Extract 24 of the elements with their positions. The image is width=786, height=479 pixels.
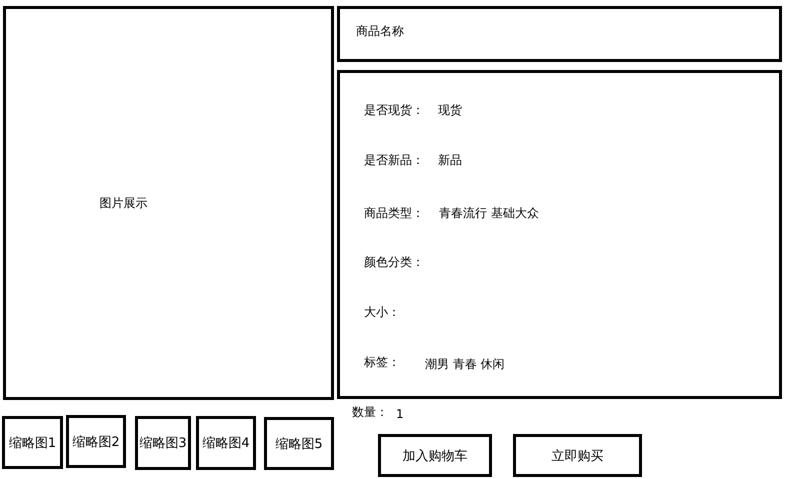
field-label: 标签：	[364, 355, 400, 369]
field-label: 颜色分类：	[364, 255, 424, 269]
field-value: 潮男 青春 休闲	[425, 357, 505, 371]
picture-label: 图片展示	[100, 194, 148, 212]
field-value: 新品	[438, 153, 462, 167]
field-label: 大小：	[364, 305, 400, 319]
buy-now-button: 立即购买	[513, 434, 642, 477]
quantity-label: 数量：	[352, 405, 388, 419]
add-to-cart-button: 加入购物车	[378, 434, 492, 477]
thumbnail-box: 缩略图3	[135, 416, 191, 470]
picture-area	[3, 6, 334, 400]
field-label: 是否现货：	[364, 103, 424, 117]
field-label: 是否新品：	[364, 153, 424, 167]
thumbnail-box: 缩略图1	[2, 416, 63, 469]
thumbnail-box: 缩略图4	[196, 416, 256, 470]
thumbnail-box: 缩略图5	[264, 417, 334, 470]
product-name-label: 商品名称	[356, 24, 404, 38]
product-name-box	[337, 6, 782, 62]
quantity-value: 1	[396, 407, 404, 421]
field-value: 青春流行 基础大众	[439, 206, 539, 220]
field-value: 现货	[438, 103, 462, 117]
thumbnail-box: 缩略图2	[66, 415, 126, 468]
details-panel	[337, 70, 782, 399]
field-label: 商品类型：	[364, 206, 424, 220]
